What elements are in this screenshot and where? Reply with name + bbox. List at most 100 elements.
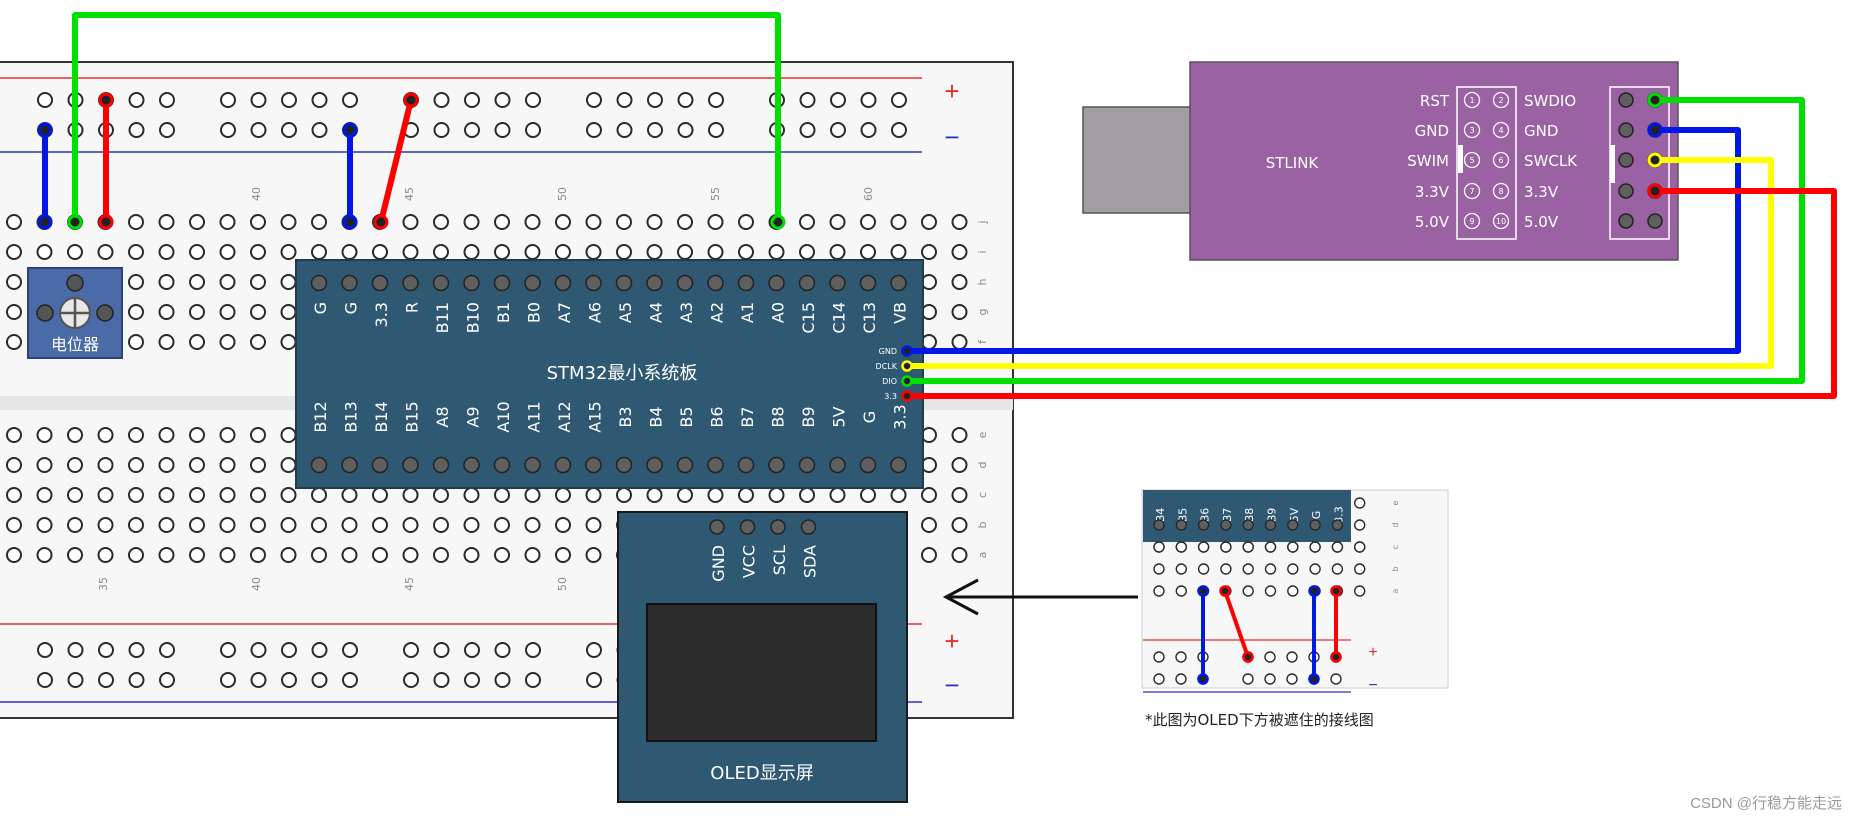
stlink-header-key <box>1610 145 1615 183</box>
wire-end <box>342 214 358 230</box>
breadboard-hole <box>158 487 175 503</box>
rail-hole <box>220 672 236 688</box>
rail-hole <box>281 122 297 138</box>
stm32-pin <box>463 456 480 474</box>
inset-hole <box>1153 585 1165 597</box>
stm32-pin <box>463 274 480 292</box>
rail-hole <box>494 642 511 658</box>
oled-pin <box>800 519 817 535</box>
stlink-right-label: 3.3V <box>1524 183 1559 201</box>
stm32-top-pin-label: A5 <box>616 302 635 323</box>
stlink-left-label: SWIM <box>1407 152 1449 170</box>
rail-hole <box>159 122 175 138</box>
stlink-left-label: 3.3V <box>1415 183 1450 201</box>
column-number: 50 <box>556 187 569 201</box>
breadboard-hole <box>189 487 205 503</box>
breadboard-hole <box>128 517 144 533</box>
inset-pin-label: 5V <box>1288 507 1301 522</box>
stm32-top-pin-label: G <box>311 302 330 314</box>
breadboard-hole <box>189 547 205 563</box>
stm32-pin <box>402 456 419 474</box>
oled-pin-label: SCL <box>770 545 789 575</box>
breadboard-hole <box>860 487 876 503</box>
stm32-bottom-pin-label: B12 <box>311 401 330 432</box>
breadboard-hole <box>951 487 968 503</box>
pot-pin <box>96 304 114 322</box>
breadboard-hole <box>158 244 175 260</box>
rail-hole <box>342 92 358 108</box>
stm32-bottom-pin-label: B14 <box>372 401 391 432</box>
breadboard-hole <box>280 427 297 443</box>
swd-pin-label: 3.3 <box>884 392 897 401</box>
breadboard-hole <box>951 547 968 563</box>
rail-minus-top: − <box>944 122 959 152</box>
row-letter: i <box>976 250 989 253</box>
inset-hole <box>1220 541 1232 553</box>
stm32-bottom-pin-label: B7 <box>738 406 757 427</box>
breadboard-hole <box>585 214 602 230</box>
inset-hole <box>1197 541 1210 553</box>
wire-end <box>1647 122 1663 138</box>
breadboard-hole <box>36 517 53 533</box>
breadboard-hole <box>250 547 266 563</box>
rail-hole <box>433 642 450 658</box>
stm32-top-pin-label: G <box>342 302 361 314</box>
inset-rail-hole <box>1153 673 1165 685</box>
stm32-pin <box>554 274 572 292</box>
breadboard-hole <box>128 304 144 320</box>
breadboard-hole <box>951 427 968 443</box>
rail-hole <box>647 122 663 138</box>
stm32-bottom-pin-label: B13 <box>342 401 361 432</box>
stlink-header-pin <box>1618 183 1634 199</box>
breadboard-hole <box>677 214 693 230</box>
breadboard-hole <box>494 487 510 503</box>
stm32-top-pin-label: C15 <box>799 302 818 334</box>
rail-hole <box>342 672 358 688</box>
breadboard-hole <box>829 244 846 260</box>
breadboard-hole <box>6 517 22 533</box>
stm32-top-pin-label: A6 <box>586 302 605 323</box>
inset-pin <box>1309 519 1321 531</box>
breadboard-hole <box>158 334 175 350</box>
inset-pin <box>1220 519 1232 531</box>
stm32-pin <box>707 274 724 292</box>
breadboard-hole <box>829 487 846 503</box>
row-letter: g <box>976 309 989 316</box>
stm32-pin <box>310 274 328 292</box>
stlink-pin-number: 9 <box>1469 217 1474 226</box>
stm32-pin <box>432 456 450 474</box>
breadboard-hole <box>250 244 266 260</box>
rail-hole <box>677 92 694 108</box>
oled-screen <box>646 603 877 742</box>
rail-hole <box>403 672 419 688</box>
stlink-pin-number: 6 <box>1498 156 1503 165</box>
breadboard-hole <box>6 547 22 563</box>
stlink-header-pin <box>1618 92 1634 108</box>
rail-hole <box>159 672 175 688</box>
breadboard-hole <box>707 244 724 260</box>
oled-pin-label: VCC <box>740 545 759 578</box>
rail-hole <box>37 92 53 108</box>
stm32-pin <box>341 456 358 474</box>
breadboard-hole <box>921 274 937 290</box>
inset-hole <box>1353 585 1366 597</box>
breadboard-hole <box>372 487 388 503</box>
stlink-right-label: SWDIO <box>1524 92 1576 110</box>
rail-hole <box>464 122 480 138</box>
inset-hole <box>1353 563 1366 575</box>
rail-hole <box>128 92 145 108</box>
stm32-top-pin-label: B11 <box>433 302 452 333</box>
oled-pin-label: SDA <box>801 545 820 578</box>
stm32-pin <box>859 274 877 292</box>
breadboard-hole <box>311 214 327 230</box>
stm32-pin <box>890 274 907 292</box>
breadboard-hole <box>463 214 480 230</box>
breadboard-hole <box>158 547 175 563</box>
rail-hole <box>128 642 145 658</box>
stm32-bottom-pin-label: A9 <box>464 406 483 427</box>
stm32-pin <box>890 456 907 474</box>
breadboard-hole <box>128 487 144 503</box>
